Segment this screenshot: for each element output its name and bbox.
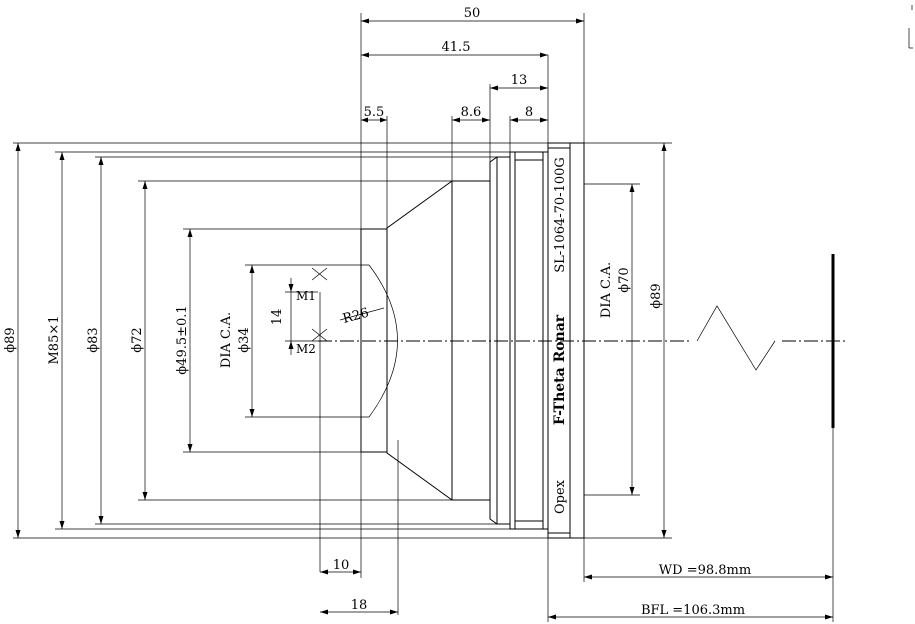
dim-working-distance: WD =98.8mm — [659, 563, 751, 578]
lens-body — [360, 142, 585, 539]
dim-5-5: 5.5 — [364, 105, 385, 120]
dim-8-6: 8.6 — [461, 105, 482, 120]
dim-back-focal-length: BFL =106.3mm — [641, 603, 745, 618]
axis-break-symbol — [696, 305, 776, 371]
dim-14: 14 — [270, 309, 285, 326]
engraving-name: F-Theta Ronar — [552, 314, 568, 425]
dia-ca-right-label: DIA C.A. — [599, 262, 614, 318]
dim-dia-89-left: ϕ89 — [3, 327, 18, 352]
dim-18: 18 — [351, 598, 368, 613]
dim-dia-34: ϕ34 — [237, 327, 252, 352]
dia-ca-left-label: DIA C.A. — [219, 312, 234, 368]
left-dimensions — [13, 142, 548, 615]
dim-dia-49-5: ϕ49.5±0.1 — [175, 305, 190, 374]
dim-41-5: 41.5 — [442, 40, 471, 55]
engraving-model: SL-1064-70-100G — [553, 157, 568, 273]
dim-dia-72: ϕ72 — [130, 327, 145, 352]
mirror-m1-label: M1 — [296, 289, 316, 303]
mirror-m2-label: M2 — [296, 342, 316, 356]
dim-dia-83: ϕ83 — [86, 327, 101, 352]
right-dimensions — [584, 142, 672, 539]
dim-8: 8 — [525, 105, 533, 120]
dim-dia-89-right: ϕ89 — [649, 283, 664, 308]
dim-dia-70: ϕ70 — [617, 267, 632, 292]
engraving-brand: Opex — [553, 479, 568, 514]
lens-surface-arc — [368, 264, 398, 418]
top-dimensions — [360, 13, 585, 229]
dim-10: 10 — [333, 558, 350, 573]
dim-50: 50 — [464, 6, 481, 21]
dim-13: 13 — [511, 73, 528, 88]
dim-radius-r26: R26 — [341, 306, 370, 327]
knurled-ring — [569, 142, 585, 539]
bottom-dimensions — [320, 428, 834, 622]
dim-thread-m85: M85×1 — [47, 315, 62, 364]
